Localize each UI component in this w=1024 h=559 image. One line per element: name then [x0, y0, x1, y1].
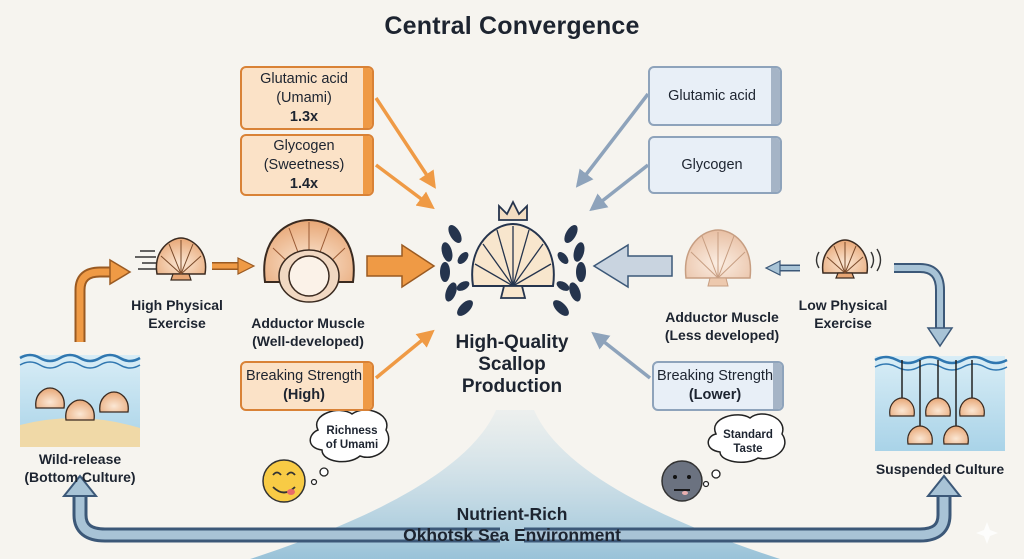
diagram-title: Central Convergence [384, 12, 640, 40]
box-value: (Lower) [688, 387, 742, 403]
suspended-culture-panel [874, 355, 1008, 451]
bottom-left-arrow [75, 492, 500, 540]
bubble-text-left: Richness of Umami [316, 424, 388, 452]
culture-to-exercise-arrow [76, 268, 112, 342]
bubble-line: Taste [733, 443, 763, 455]
box-line: (Umami) [276, 89, 332, 106]
glutamic-left-arrow [374, 97, 436, 189]
environment-label: Nutrient-Rich Okhotsk Sea Environment [362, 504, 662, 546]
breaking-strength-box-left: Breaking Strength (High) [240, 361, 374, 411]
label-line: Nutrient-Rich [456, 504, 568, 524]
label-line: High Physical [131, 297, 223, 313]
central-light-cone [250, 410, 780, 559]
glutamic-right-arrow [575, 92, 650, 188]
box-line: (Sweetness) [263, 156, 345, 173]
breaking-strength-box-right: Breaking Strength (Lower) [652, 361, 784, 411]
glycogen-box-left: Glycogen (Sweetness) 1.4x [240, 134, 374, 196]
box-line: Glycogen [681, 156, 743, 173]
box-line: Breaking Strength [245, 368, 363, 384]
glutamic-acid-box-right: Glutamic acid [648, 66, 782, 126]
box-line: Glycogen [273, 137, 335, 154]
label-line: Okhotsk Sea Environment [403, 525, 621, 545]
label-line: Adductor Muscle [665, 309, 779, 325]
label-line: Suspended Culture [875, 461, 1005, 477]
scallop-icon [959, 397, 985, 417]
glycogen-right-arrow [589, 163, 650, 212]
adductor-muscle-icon [263, 218, 355, 303]
label-line: Production [461, 376, 563, 397]
adductor-muscle-label-left: Adductor Muscle (Well-developed) [236, 314, 380, 350]
central-emblem [440, 199, 586, 316]
vibration-icon [815, 248, 882, 272]
thought-bubble-right [702, 413, 786, 488]
label-line: Wild-release [38, 451, 122, 467]
label-line: Scallop [478, 354, 546, 375]
yummy-face-icon [262, 459, 306, 503]
thought-bubble-left [309, 409, 390, 486]
neutral-face-icon [661, 460, 703, 502]
scallop-icon [889, 397, 915, 417]
box-value: 1.4x [289, 175, 319, 192]
scallop-icon [943, 425, 969, 445]
label-line: (Bottom Culture) [24, 469, 136, 485]
label-line: Exercise [148, 315, 206, 331]
glutamic-acid-box-left: Glutamic acid (Umami) 1.3x [240, 66, 374, 130]
glycogen-left-arrow [374, 163, 435, 210]
box-value: (High) [283, 387, 325, 403]
high-exercise-label: High Physical Exercise [112, 296, 242, 332]
label-line: (Less developed) [664, 327, 780, 343]
breaking-right-arrow [591, 331, 652, 380]
adductor-muscle-label-right: Adductor Muscle (Less developed) [648, 308, 796, 344]
motion-lines-icon [135, 250, 156, 270]
sparkle-icon [976, 522, 998, 544]
glycogen-box-right: Glycogen [648, 136, 782, 194]
central-outcome-label: High-Quality Scallop Production [432, 332, 592, 398]
box-line: Glutamic acid [668, 87, 756, 104]
scallop-icon [155, 237, 207, 281]
bubble-line: of Umami [325, 439, 379, 451]
crown-icon [498, 199, 528, 221]
box-value: 1.3x [289, 108, 319, 125]
muscle-to-center-arrow [366, 243, 436, 289]
scallop-icon [821, 239, 869, 279]
label-line: Low Physical [798, 297, 888, 313]
scallop-icon [907, 425, 933, 445]
bottom-culture-label: Wild-release (Bottom Culture) [8, 450, 152, 486]
bubble-line: Standard [723, 429, 773, 441]
breaking-left-arrow [374, 329, 435, 380]
bubble-text-right: Standard Taste [712, 428, 784, 456]
adductor-muscle-pale-icon [684, 229, 752, 287]
bottom-culture-panel [19, 353, 141, 447]
label-line: Exercise [814, 315, 872, 331]
label-line: (Well-developed) [252, 333, 364, 349]
box-line: Glutamic acid [260, 70, 348, 87]
scallop-icon [925, 397, 951, 417]
label-line: Adductor Muscle [251, 315, 365, 331]
label-line: High-Quality [455, 332, 569, 353]
laurel-icon [440, 224, 586, 316]
scallop-icon [99, 391, 129, 413]
box-line: Breaking Strength [656, 368, 774, 384]
suspended-culture-label: Suspended Culture [860, 460, 1020, 478]
bubble-line: Richness [326, 425, 378, 437]
muscle-right-to-center-arrow [592, 243, 673, 289]
exercise-to-culture-arrow [894, 265, 943, 330]
scallop-icon [65, 399, 95, 421]
scallop-icon [35, 387, 65, 409]
low-exercise-label: Low Physical Exercise [788, 296, 898, 332]
bottom-right-arrow [524, 492, 949, 540]
